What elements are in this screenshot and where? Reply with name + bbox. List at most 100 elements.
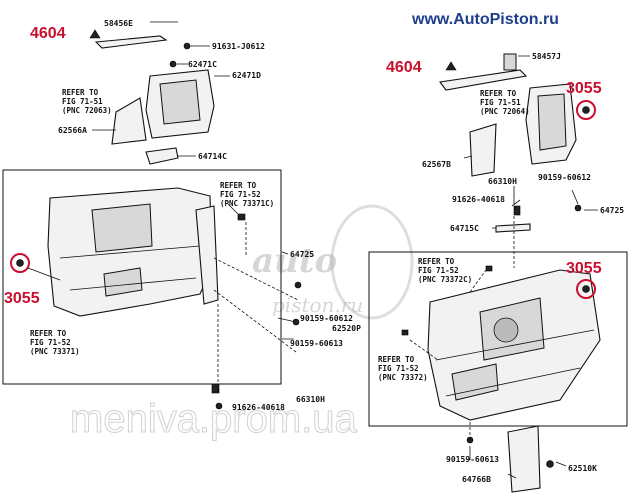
clip-66310h-left	[211, 383, 220, 394]
pn-90159-60612-left: 90159-60612	[300, 314, 353, 323]
pn-66310h-left: 66310H	[296, 395, 325, 404]
clip-73371c	[237, 213, 246, 221]
callout-ring-left	[10, 253, 30, 273]
left-panel-ribs	[59, 245, 201, 291]
ref-73371-line1: REFER TO	[30, 329, 67, 338]
right-panel-ribs	[435, 329, 595, 397]
ref-73372-line3: (PNC 73372)	[378, 373, 428, 382]
ref-73371-line3: (PNC 73371)	[30, 347, 80, 356]
trim-panel-62566a	[111, 97, 147, 145]
right-panel-grille	[451, 363, 499, 401]
ref-block-73371: REFER TO FIG 71-52 (PNC 73371)	[30, 329, 80, 356]
screw-91631	[183, 42, 191, 50]
ref-73371-line2: FIG 71-52	[30, 338, 71, 347]
right-group-frame	[368, 251, 628, 427]
pn-64766b: 64766B	[462, 475, 491, 484]
brand-watermark-top: auto	[252, 241, 337, 281]
clip-62471c	[169, 60, 177, 68]
pn-62471d: 62471D	[232, 71, 261, 80]
clip-73372	[401, 329, 409, 336]
ref-72064-line2: FIG 71-51	[480, 98, 521, 107]
clip-3055-top-right	[582, 106, 590, 114]
pn-62566a: 62566A	[58, 126, 87, 135]
strip-64715c	[495, 223, 531, 233]
callout-4604-left: 4604	[30, 25, 66, 42]
pn-62567b: 62567B	[422, 160, 451, 169]
leaders-right	[463, 55, 598, 479]
upper-trim-strip-left	[94, 35, 168, 49]
clip-64725-right	[574, 204, 582, 212]
site-url: www.AutoPiston.ru	[411, 11, 559, 28]
callout-ring-bottom-right	[576, 279, 596, 299]
ref-72064-line3: (PNC 72064)	[480, 107, 530, 116]
clip-62510k	[546, 460, 554, 468]
clip-3055-bottom-right	[582, 285, 590, 293]
right-panel-speaker	[493, 317, 519, 343]
callout-3055-left: 3055	[4, 290, 40, 307]
pn-62510k: 62510K	[568, 464, 597, 473]
ref-73371c-line3: (PNC 73371C)	[220, 199, 274, 208]
screw-91626-left	[215, 402, 223, 410]
ref-block-72063: REFER TO FIG 71-51 (PNC 72063)	[62, 88, 112, 115]
dashed-leaders-left	[213, 222, 299, 392]
pn-58456e: 58456E	[104, 19, 133, 28]
clip-3055-left	[16, 259, 24, 267]
pn-58457j: 58457J	[532, 52, 561, 61]
ref-block-72064: REFER TO FIG 71-51 (PNC 72064)	[480, 89, 530, 116]
clip-73372c	[485, 265, 493, 272]
pn-64715c: 64715C	[450, 224, 479, 233]
ref-73372-line2: FIG 71-52	[378, 364, 419, 373]
clip-4604-right	[445, 61, 457, 71]
pn-64714c: 64714C	[198, 152, 227, 161]
dashed-leaders-right	[409, 216, 515, 440]
pn-62471c: 62471C	[188, 60, 217, 69]
clip-66310h-right	[513, 205, 521, 216]
pillar-trim-right-inner	[537, 93, 567, 151]
callout-4604-right: 4604	[386, 59, 422, 76]
brand-watermark: auto piston.ru	[252, 204, 414, 320]
pn-62520p: 62520P	[332, 324, 361, 333]
store-watermark: meniva.prom.ua	[70, 397, 358, 441]
pn-91626-40618-left: 91626-40618	[232, 403, 285, 412]
ref-72063-line1: REFER TO	[62, 88, 99, 97]
pn-91626-40618-right: 91626-40618	[452, 195, 505, 204]
pn-91631-j0612: 91631-J0612	[212, 42, 265, 51]
pn-64725-left: 64725	[290, 250, 314, 259]
ref-72064-line1: REFER TO	[480, 89, 517, 98]
leaders-left	[27, 21, 297, 340]
scuff-plate-64766b	[507, 425, 541, 493]
ref-72063-line2: FIG 71-51	[62, 97, 103, 106]
callout-ring-top-right	[576, 100, 596, 120]
ref-73372c-line2: FIG 71-52	[418, 266, 459, 275]
trim-panel-62567b	[469, 123, 497, 177]
ref-73372c-line1: REFER TO	[418, 257, 455, 266]
cover-64714c	[145, 147, 179, 165]
ref-72063-line3: (PNC 72063)	[62, 106, 112, 115]
pn-90159-60612-right: 90159-60612	[538, 173, 591, 182]
pn-66310h-right: 66310H	[488, 177, 517, 186]
brand-watermark-bottom: piston.ru	[272, 293, 363, 317]
pillar-trim-inner	[159, 79, 201, 125]
ref-block-73371c: REFER TO FIG 71-52 (PNC 73371C)	[220, 181, 274, 208]
ref-block-73372: REFER TO FIG 71-52 (PNC 73372)	[378, 355, 428, 382]
bracket-58457j	[503, 53, 517, 71]
pn-64725-right: 64725	[600, 206, 624, 215]
ref-73371c-line1: REFER TO	[220, 181, 257, 190]
ref-73372c-line3: (PNC 73372C)	[418, 275, 472, 284]
ref-block-73372c: REFER TO FIG 71-52 (PNC 73372C)	[418, 257, 472, 284]
upper-trim-strip-right	[439, 69, 528, 91]
clip-64725-left	[294, 281, 302, 289]
left-group-frame	[2, 169, 282, 385]
clip-4604-left	[89, 29, 101, 39]
left-panel-window-recess	[91, 203, 153, 253]
pn-90159-60613-left: 90159-60613	[290, 339, 343, 348]
callout-3055-bottom-right: 3055	[566, 260, 602, 277]
left-panel-speaker-grille	[103, 267, 143, 297]
callout-3055-top-right: 3055	[566, 80, 602, 97]
pn-90159-60613-bottom: 90159-60613	[446, 455, 499, 464]
left-pillar-strip	[195, 205, 219, 305]
ref-73371c-line2: FIG 71-52	[220, 190, 261, 199]
ref-73372-line1: REFER TO	[378, 355, 415, 364]
